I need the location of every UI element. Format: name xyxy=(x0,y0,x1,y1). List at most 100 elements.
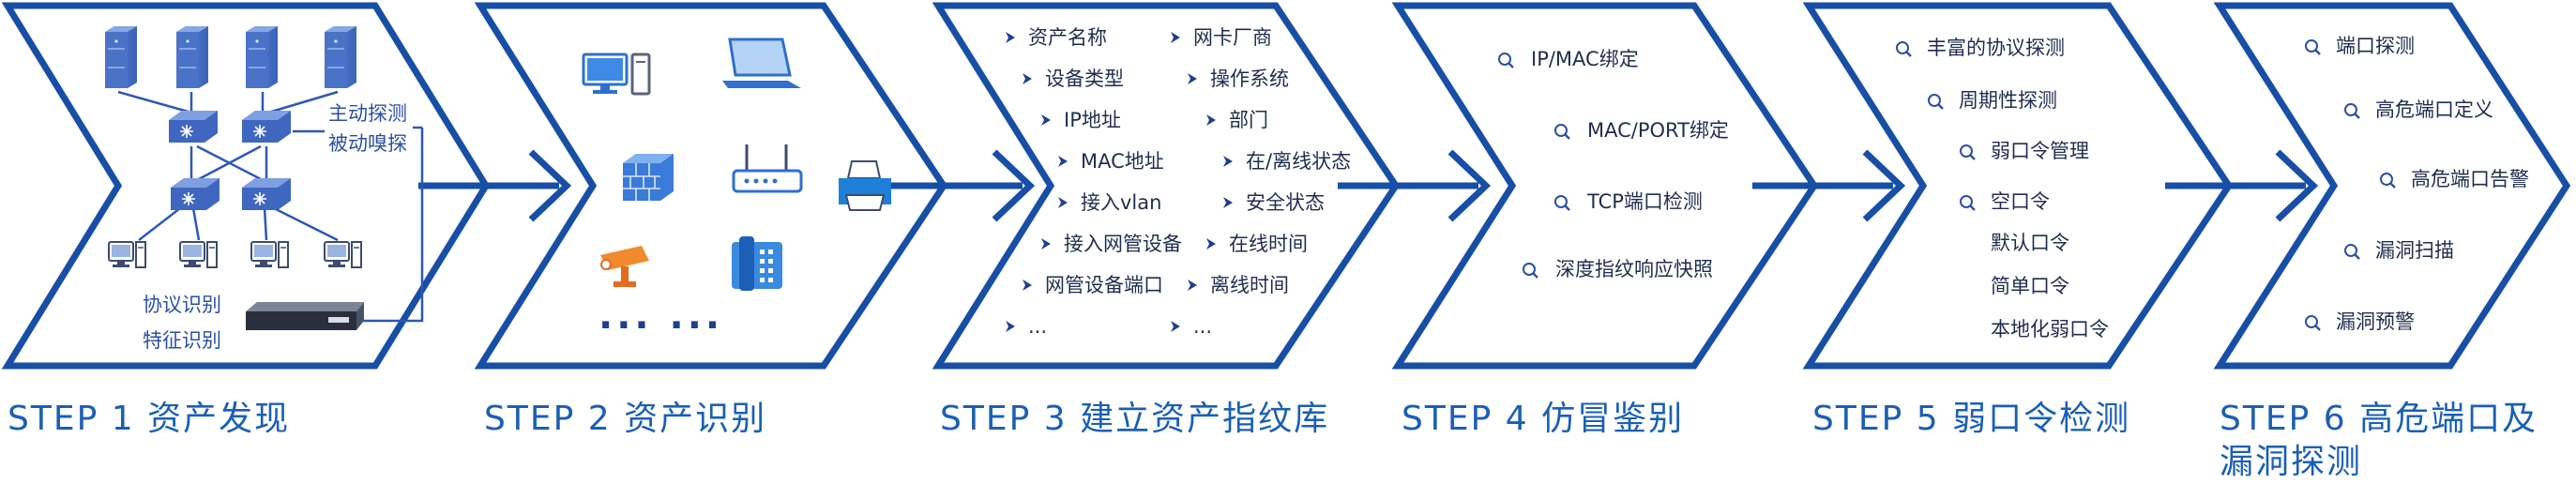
bullet-arrow-icon xyxy=(1171,321,1180,332)
attribute-label: ... xyxy=(1193,315,1212,338)
magnifier-icon xyxy=(1927,93,1945,111)
workstation-icon xyxy=(250,241,289,268)
bullet-arrow-icon xyxy=(1023,73,1032,84)
bullet-arrow-icon xyxy=(1041,238,1051,250)
bullet-arrow-icon xyxy=(1223,197,1233,208)
magnifier-icon xyxy=(1497,52,1515,69)
bullet-arrow-icon xyxy=(1206,114,1216,126)
magnifier-icon xyxy=(1959,144,1977,161)
check-item-label: TCP端口检测 xyxy=(1586,190,1703,213)
check-item-label: IP/MAC绑定 xyxy=(1531,48,1639,70)
probe-item-label: 漏洞扫描 xyxy=(2375,239,2454,262)
probe-item-label: 高危端口告警 xyxy=(2411,168,2529,190)
check-item-label: MAC/PORT绑定 xyxy=(1587,119,1729,142)
attribute-label: 离线时间 xyxy=(1210,274,1289,296)
attribute-label: 网卡厂商 xyxy=(1193,26,1272,49)
server-icon xyxy=(324,25,357,89)
weak-password-type-label: 简单口令 xyxy=(1991,275,2069,297)
magnifier-icon xyxy=(2304,314,2322,332)
check-item-label: 丰富的协议探测 xyxy=(1927,37,2065,59)
bullet-arrow-icon xyxy=(1058,156,1068,167)
phone-icon xyxy=(732,236,782,291)
step2-device-icons: ··· ··· xyxy=(582,38,891,347)
bullet-arrow-icon xyxy=(1188,73,1197,84)
attribute-label: IP地址 xyxy=(1064,109,1121,131)
magnifier-icon xyxy=(1553,123,1571,141)
firewall-icon xyxy=(623,154,674,201)
probe-item-label: 高危端口定义 xyxy=(2375,98,2493,121)
workstation-icon xyxy=(324,241,362,268)
magnifier-icon xyxy=(2379,172,2397,189)
chevron-3 xyxy=(932,2,1401,370)
attribute-label: 操作系统 xyxy=(1210,68,1289,90)
attribute-label: 在线时间 xyxy=(1229,233,1308,255)
protocol-id-label: 协议识别 xyxy=(143,294,221,316)
server-icon xyxy=(175,25,209,89)
magnifier-icon xyxy=(2343,243,2361,261)
check-item-label: 深度指纹响应快照 xyxy=(1555,258,1713,280)
printer-icon xyxy=(839,160,891,211)
bullet-arrow-icon xyxy=(1223,156,1233,167)
attribute-label: 安全状态 xyxy=(1246,191,1325,214)
weak-password-type-label: 默认口令 xyxy=(1991,232,2069,254)
router-icon xyxy=(241,177,292,211)
workstation-icon xyxy=(179,241,218,268)
bullet-arrow-icon xyxy=(1058,197,1068,208)
attribute-label: 资产名称 xyxy=(1028,26,1107,49)
connector-arrow-1 xyxy=(418,149,572,222)
workstation-icon xyxy=(108,241,146,268)
attribute-label: 设备类型 xyxy=(1045,68,1124,90)
connector-arrow-2 xyxy=(882,149,1036,222)
connector-arrow-5 xyxy=(2165,149,2319,222)
bullet-arrow-icon xyxy=(1206,238,1216,250)
desktop-pc-icon xyxy=(582,53,651,96)
server-icon xyxy=(245,25,279,89)
device-ellipsis: ··· ··· xyxy=(599,304,723,347)
chevron-2 xyxy=(474,2,948,370)
appliance-icon xyxy=(246,302,364,330)
bullet-arrow-icon xyxy=(1041,114,1051,126)
bullet-arrow-icon xyxy=(1006,32,1015,43)
step-4-label: STEP 4 仿冒鉴别 xyxy=(1402,400,1685,438)
chevron-5 xyxy=(1802,2,2234,370)
magnifier-icon xyxy=(2304,38,2322,56)
attribute-label: ... xyxy=(1028,315,1047,338)
server-icon xyxy=(104,25,138,89)
bullet-arrow-icon xyxy=(1188,280,1197,291)
check-item-label: 周期性探测 xyxy=(1959,89,2057,112)
step1-network-diagram: 主动探测 被动嗅探 协议识别 特征识别 xyxy=(104,25,424,352)
probe-item-label: 漏洞预警 xyxy=(2336,310,2415,333)
attribute-label: 部门 xyxy=(1229,109,1268,131)
bullet-arrow-icon xyxy=(1171,32,1180,43)
connector-arrow-3 xyxy=(1338,149,1492,222)
attribute-label: 网管设备端口 xyxy=(1045,274,1163,296)
check-item-label: 空口令 xyxy=(1991,190,2050,213)
camera-icon xyxy=(600,246,649,287)
magnifier-icon xyxy=(1553,194,1571,212)
weak-password-type-label: 本地化弱口令 xyxy=(1991,318,2109,340)
attribute-label: 接入网管设备 xyxy=(1064,233,1182,255)
magnifier-icon xyxy=(1895,40,1913,58)
magnifier-icon xyxy=(1522,262,1539,280)
check-item-label: 弱口令管理 xyxy=(1991,140,2089,162)
passive-sniff-label: 被动嗅探 xyxy=(328,132,407,155)
feature-id-label: 特征识别 xyxy=(143,329,221,352)
switch-icon xyxy=(168,110,219,144)
router-icon xyxy=(732,144,803,193)
attribute-label: MAC地址 xyxy=(1081,150,1164,173)
bullet-arrow-icon xyxy=(1023,280,1032,291)
chevron-6 xyxy=(2213,2,2571,370)
magnifier-icon xyxy=(2343,102,2361,120)
step-5-label: STEP 5 弱口令检测 xyxy=(1812,400,2131,438)
active-detect-label: 主动探测 xyxy=(328,102,407,125)
step-2-label: STEP 2 资产识别 xyxy=(484,400,767,438)
laptop-icon xyxy=(722,38,801,88)
probe-item-label: 端口探测 xyxy=(2336,35,2415,57)
attribute-label: 在/离线状态 xyxy=(1246,150,1351,173)
switch-icon xyxy=(241,110,292,144)
step-1-label: STEP 1 资产发现 xyxy=(8,400,291,438)
